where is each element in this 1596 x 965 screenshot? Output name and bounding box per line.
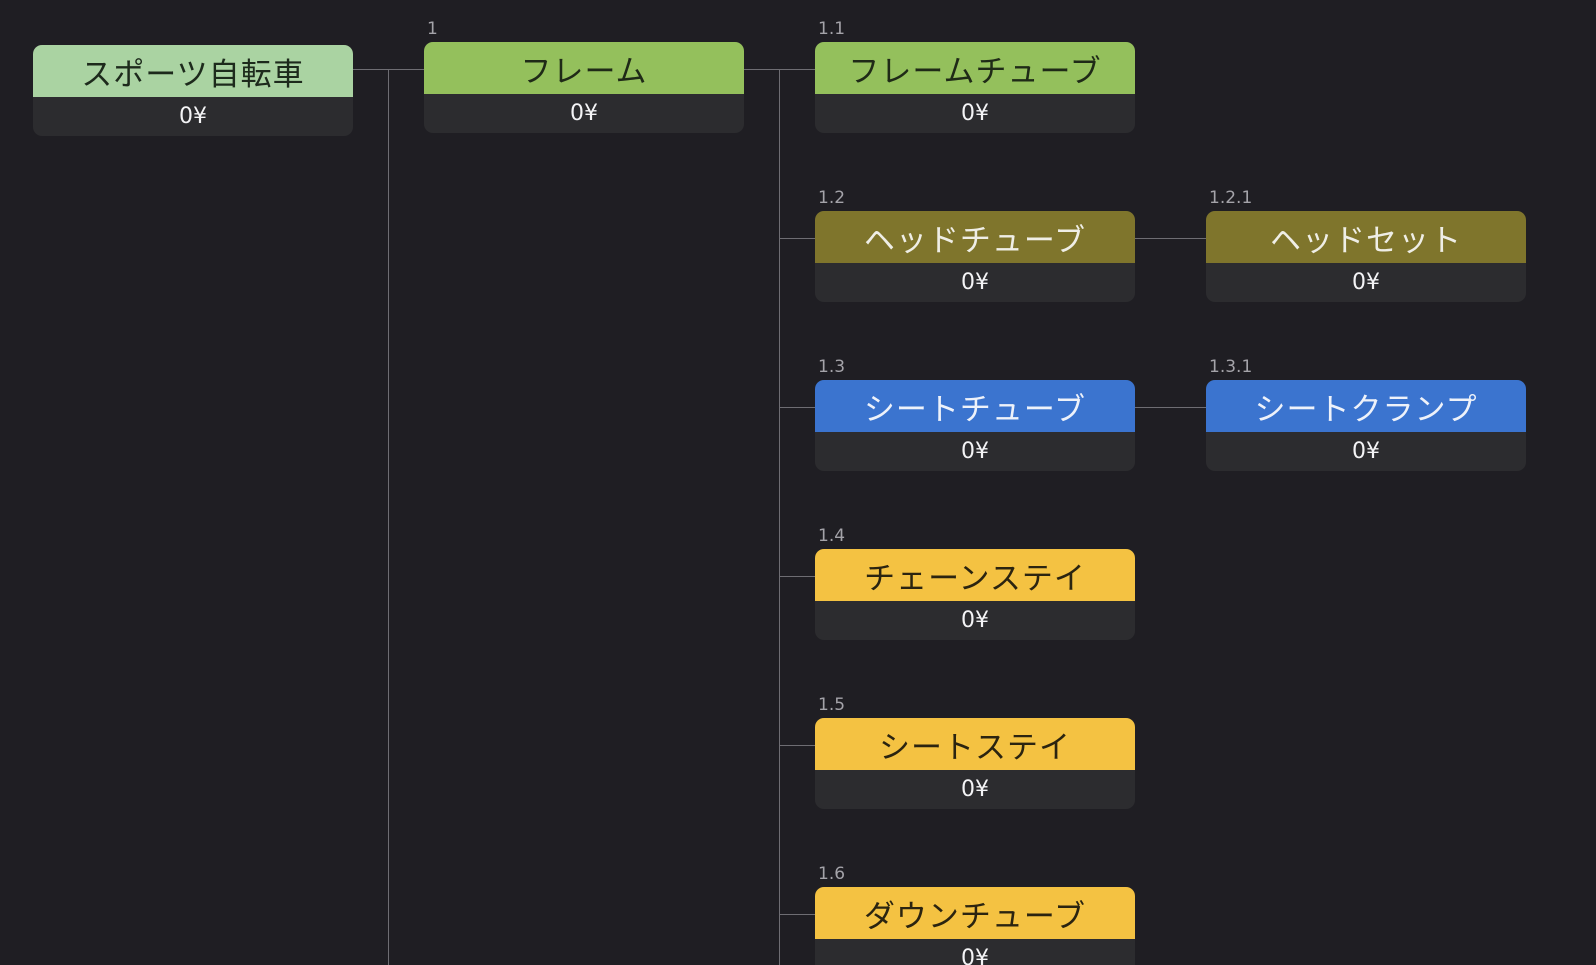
connector-to-1-4 <box>779 576 815 577</box>
connector-to-1-5 <box>779 745 815 746</box>
node-headset[interactable]: ヘッドセット 0¥ <box>1206 211 1526 302</box>
node-cost-value: 0¥ <box>1352 270 1380 295</box>
node-id-label: 1.4 <box>818 526 846 546</box>
node-title: シートチューブ <box>815 380 1135 432</box>
node-title: フレームチューブ <box>815 42 1135 94</box>
node-down-tube[interactable]: ダウンチューブ 0¥ <box>815 887 1135 965</box>
node-cost-value: 0¥ <box>961 608 989 633</box>
node-frame[interactable]: フレーム 0¥ <box>424 42 744 133</box>
node-id-label: 1 <box>427 19 438 39</box>
node-title: ヘッドチューブ <box>815 211 1135 263</box>
node-id-label: 1.3 <box>818 357 846 377</box>
node-cost-value: 0¥ <box>961 946 989 965</box>
node-chain-stay[interactable]: チェーンステイ 0¥ <box>815 549 1135 640</box>
node-title: フレーム <box>424 42 744 94</box>
node-cost-value: 0¥ <box>1352 439 1380 464</box>
node-cost-value: 0¥ <box>570 101 598 126</box>
node-title: チェーンステイ <box>815 549 1135 601</box>
node-seat-clamp[interactable]: シートクランプ 0¥ <box>1206 380 1526 471</box>
node-id-label: 1.2.1 <box>1209 188 1253 208</box>
node-id-label: 1.5 <box>818 695 846 715</box>
node-frame-tube[interactable]: フレームチューブ 0¥ <box>815 42 1135 133</box>
node-cost-value: 0¥ <box>179 104 207 129</box>
connector-root-trunk <box>388 69 389 965</box>
node-title: ヘッドセット <box>1206 211 1526 263</box>
node-id-label: 1.6 <box>818 864 846 884</box>
node-head-tube[interactable]: ヘッドチューブ 0¥ <box>815 211 1135 302</box>
node-seat-stay[interactable]: シートステイ 0¥ <box>815 718 1135 809</box>
node-id-label: 1.3.1 <box>1209 357 1253 377</box>
node-title: シートステイ <box>815 718 1135 770</box>
node-id-label: 1.2 <box>818 188 846 208</box>
node-title: シートクランプ <box>1206 380 1526 432</box>
node-title: ダウンチューブ <box>815 887 1135 939</box>
node-seat-tube[interactable]: シートチューブ 0¥ <box>815 380 1135 471</box>
node-cost-value: 0¥ <box>961 439 989 464</box>
connector-to-1-2 <box>779 238 815 239</box>
node-cost-value: 0¥ <box>961 777 989 802</box>
node-cost-value: 0¥ <box>961 101 989 126</box>
node-id-label: 1.1 <box>818 19 846 39</box>
node-sports-bicycle[interactable]: スポーツ自転車 0¥ <box>33 45 353 136</box>
connector-1-3-to-1-3-1 <box>1135 407 1206 408</box>
node-cost-value: 0¥ <box>961 270 989 295</box>
connector-1-2-to-1-2-1 <box>1135 238 1206 239</box>
connector-1-trunk <box>779 69 780 965</box>
node-title: スポーツ自転車 <box>33 45 353 97</box>
connector-to-1-6 <box>779 914 815 915</box>
connector-to-1-3 <box>779 407 815 408</box>
